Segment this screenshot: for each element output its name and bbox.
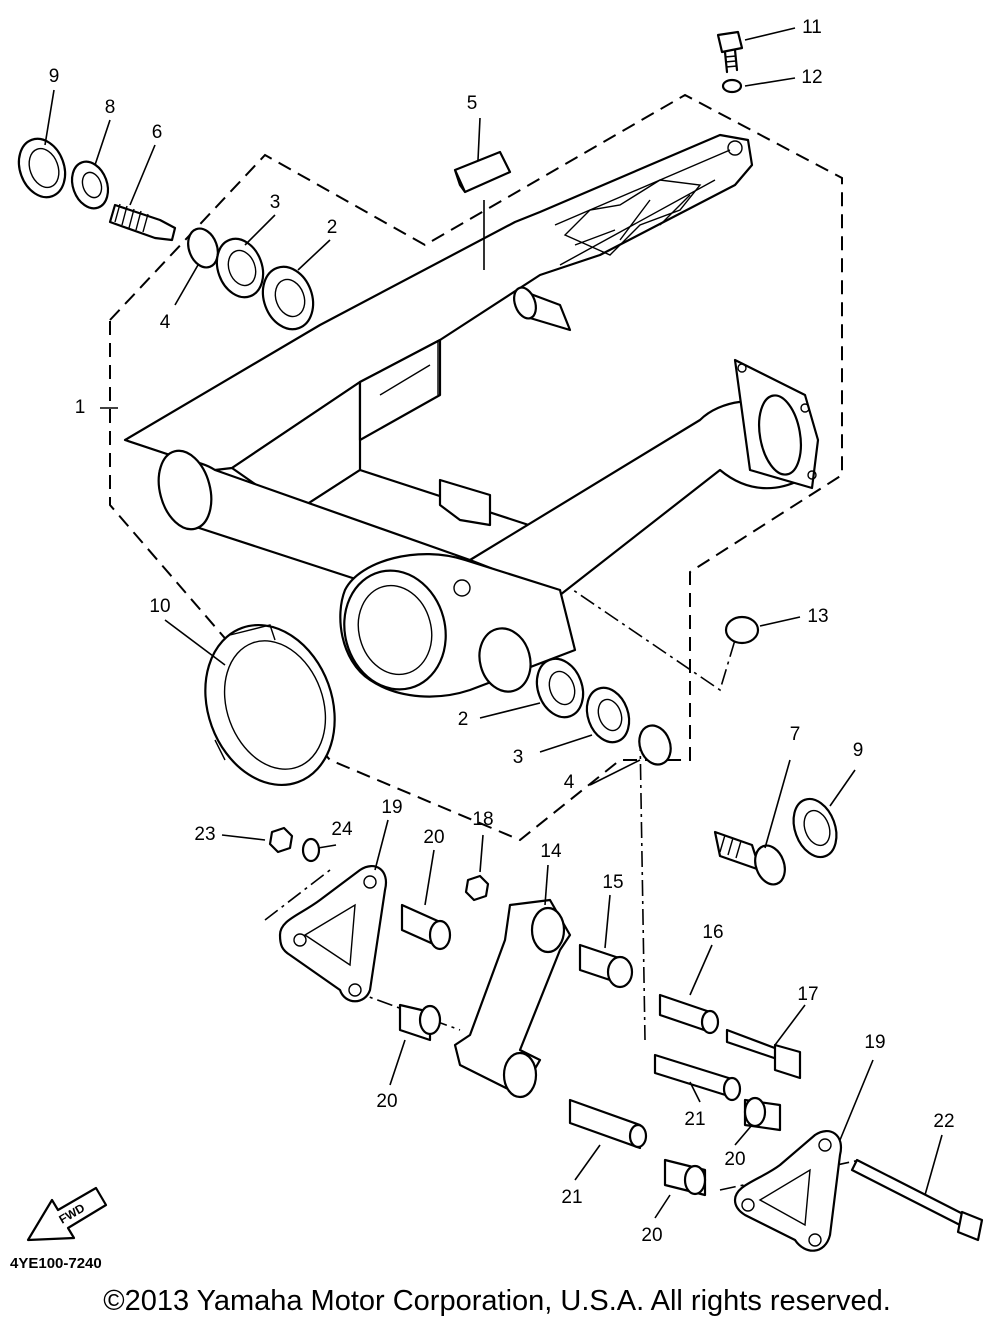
part-8-locknut <box>70 160 110 210</box>
part-17-bolt <box>725 1028 802 1080</box>
part-23-nut <box>268 826 294 854</box>
callout-15: 15 <box>602 872 623 893</box>
callout-7: 7 <box>790 724 801 745</box>
callout-10: 10 <box>149 596 170 617</box>
callout-1: 1 <box>75 397 86 418</box>
callout-14: 14 <box>540 841 562 862</box>
callout-22: 22 <box>933 1111 954 1132</box>
callout-20-right: 20 <box>724 1149 745 1170</box>
callout-4-lower: 4 <box>564 772 575 793</box>
callout-20-left-lower: 20 <box>376 1091 397 1112</box>
part-3-oil-seal-lower <box>585 686 631 744</box>
callout-3-upper: 3 <box>270 192 281 213</box>
part-6-pivot-shaft <box>108 203 177 242</box>
callout-16: 16 <box>702 922 723 943</box>
callout-19-left: 19 <box>381 797 402 818</box>
part-4-collar-upper <box>187 227 219 269</box>
part-16-collar <box>658 993 720 1035</box>
part-9-seal-left <box>17 137 67 199</box>
part-20-bushing-b <box>398 1003 442 1042</box>
callout-20-bottom: 20 <box>641 1225 662 1246</box>
part-2-bearing-upper <box>261 265 315 331</box>
callout-23: 23 <box>194 824 215 845</box>
callout-8: 8 <box>105 97 116 118</box>
callout-12: 12 <box>801 67 822 88</box>
callout-24: 24 <box>331 819 353 840</box>
part-13-cap <box>724 615 760 645</box>
diagram-code: 4YE100-7240 <box>10 1255 102 1272</box>
part-20-bushing-c <box>743 1096 782 1132</box>
part-7-pivot-shaft <box>713 830 786 886</box>
pivot-boss <box>513 286 572 332</box>
callout-3-lower: 3 <box>513 747 524 768</box>
part-20-bushing-a <box>400 903 452 951</box>
part-2-bearing-lower <box>535 657 585 719</box>
assembly-boundary <box>109 93 843 842</box>
callout-13: 13 <box>807 606 828 627</box>
part-19-link-plate-left <box>278 865 388 1003</box>
part-12-washer <box>721 78 743 94</box>
callout-2-upper: 2 <box>327 217 338 238</box>
callout-21-lower: 21 <box>561 1187 582 1208</box>
part-14-relay-arm <box>453 898 572 1099</box>
part-4-collar-lower <box>638 724 672 766</box>
part-21-collar-upper <box>653 1053 742 1102</box>
part-18-nut <box>464 874 490 902</box>
part-15-bushing <box>578 943 634 989</box>
callout-4-upper: 4 <box>160 312 171 333</box>
part-24-washer <box>301 837 321 863</box>
callout-20-upper: 20 <box>423 827 444 848</box>
callout-11: 11 <box>802 17 822 38</box>
callout-9-lower: 9 <box>853 740 864 761</box>
callout-18: 18 <box>472 809 493 830</box>
reference-line-pivot <box>639 734 646 1041</box>
callout-6: 6 <box>152 122 163 143</box>
callout-19-right: 19 <box>864 1032 885 1053</box>
callout-17: 17 <box>797 984 818 1005</box>
part-9-seal-right <box>792 797 838 859</box>
fwd-arrow-icon: FWD <box>26 1186 108 1242</box>
callout-5: 5 <box>467 93 478 114</box>
part-11-bolt <box>716 30 744 74</box>
part-5-pad <box>453 150 512 194</box>
leader-lines <box>44 27 943 1219</box>
callout-9-upper: 9 <box>49 66 60 87</box>
part-22-bolt <box>850 1158 984 1242</box>
swingarm <box>123 133 820 698</box>
copyright-notice: ©2013 Yamaha Motor Corporation, U.S.A. A… <box>103 1285 891 1317</box>
callout-2-lower: 2 <box>458 709 469 730</box>
part-3-oil-seal-upper <box>215 237 265 299</box>
callout-21-upper: 21 <box>684 1109 705 1130</box>
callouts: 9 8 6 3 2 4 1 5 11 12 13 10 2 3 4 7 9 23… <box>49 17 955 1246</box>
part-10-drive-cover <box>204 623 336 787</box>
part-21-collar-lower <box>568 1098 648 1150</box>
part-19-link-plate-right <box>733 1130 843 1252</box>
part-20-bushing-d <box>663 1158 707 1197</box>
